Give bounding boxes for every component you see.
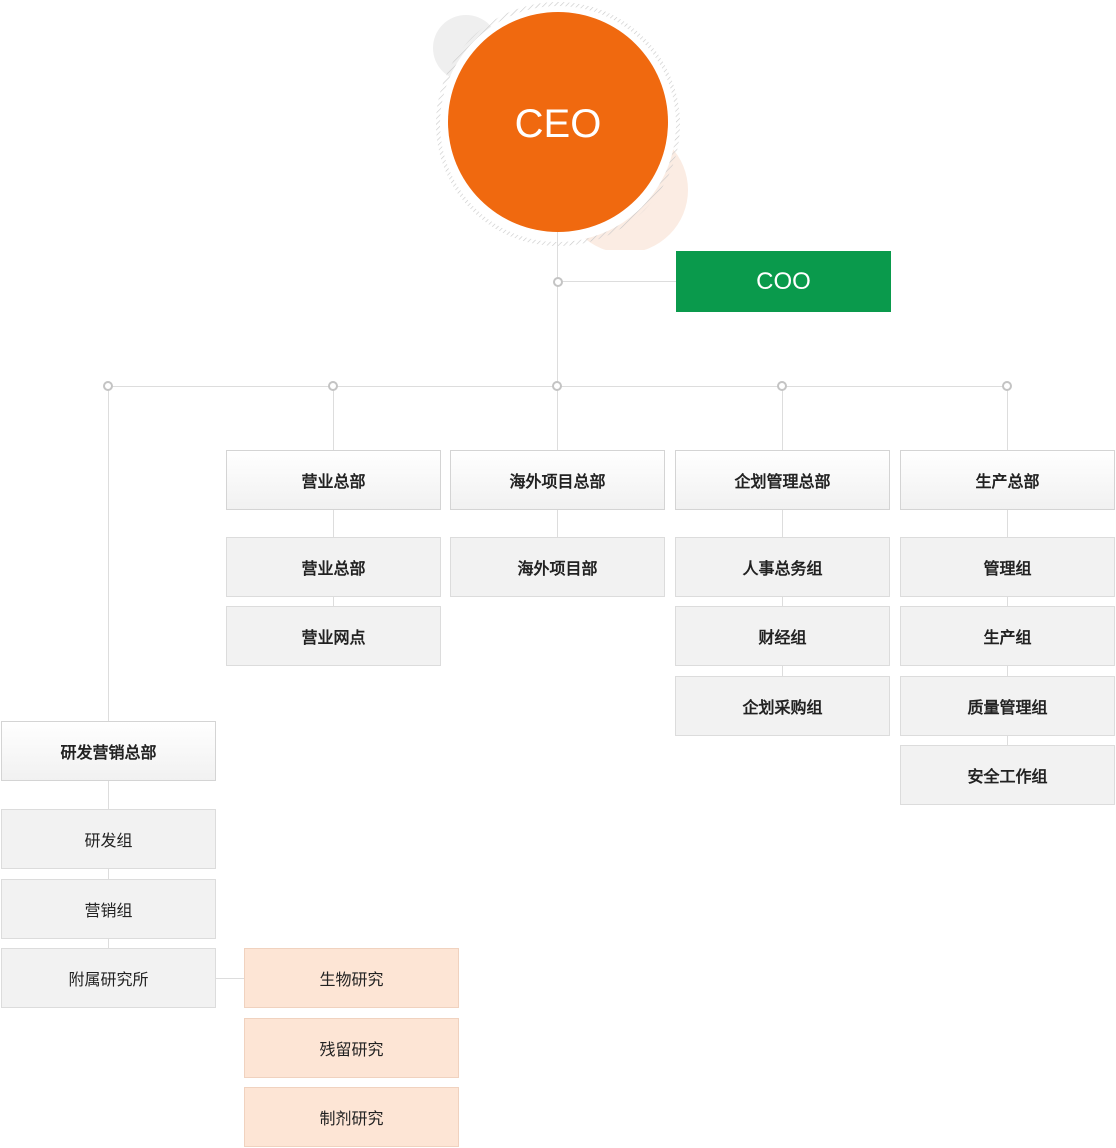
coo-node (553, 277, 563, 287)
rd-drop-line (108, 386, 109, 721)
team-label: 营业总部 (301, 559, 366, 578)
team-box: 财经组 (675, 606, 890, 666)
labs-connector-line (215, 978, 245, 979)
department-label: 生产总部 (975, 472, 1040, 491)
ceo-decoration: CEO (433, 2, 688, 253)
lab-label: 生物研究 (319, 970, 384, 989)
team-box: 海外项目部 (450, 537, 665, 597)
sales-node (328, 381, 338, 391)
team-box: 安全工作组 (900, 745, 1115, 805)
team-box: 质量管理组 (900, 676, 1115, 736)
planning-drop-line (782, 386, 783, 450)
coo-label: COO (756, 267, 811, 295)
team-box: 管理组 (900, 537, 1115, 597)
department-production: 生产总部 (900, 450, 1115, 510)
lab-box: 残留研究 (244, 1018, 459, 1078)
department-rd-marketing: 研发营销总部 (1, 721, 216, 781)
team-label: 附属研究所 (68, 970, 149, 989)
team-label: 安全工作组 (967, 767, 1048, 786)
ceo-circle (448, 12, 668, 232)
department-label: 企划管理总部 (734, 472, 831, 491)
department-label: 研发营销总部 (60, 743, 157, 762)
team-label: 质量管理组 (967, 698, 1048, 717)
production-node (1002, 381, 1012, 391)
team-label: 研发组 (84, 831, 133, 850)
team-box: 生产组 (900, 606, 1115, 666)
department-label: 营业总部 (301, 472, 366, 491)
team-label: 营销组 (84, 901, 133, 920)
team-box: 营业总部 (226, 537, 441, 597)
team-label: 管理组 (983, 559, 1032, 578)
team-box: 附属研究所 (1, 948, 216, 1008)
team-label: 海外项目部 (517, 559, 598, 578)
team-label: 生产组 (983, 628, 1032, 647)
team-label: 营业网点 (301, 628, 366, 647)
department-sales: 营业总部 (226, 450, 441, 510)
sales-drop-line (333, 386, 334, 450)
ceo-label: CEO (515, 102, 602, 146)
team-label: 人事总务组 (742, 559, 823, 578)
rd-node (103, 381, 113, 391)
coo-connector-line (558, 281, 678, 282)
planning-node (777, 381, 787, 391)
team-box: 企划采购组 (675, 676, 890, 736)
overseas-drop-line (557, 386, 558, 450)
trunk-line-upper (557, 232, 558, 386)
team-label: 企划采购组 (742, 698, 823, 717)
lab-box: 生物研究 (244, 948, 459, 1008)
lab-label: 制剂研究 (319, 1109, 384, 1128)
lab-label: 残留研究 (319, 1040, 384, 1059)
team-label: 财经组 (758, 628, 807, 647)
team-box: 人事总务组 (675, 537, 890, 597)
team-box: 研发组 (1, 809, 216, 869)
overseas-node (552, 381, 562, 391)
lab-box: 制剂研究 (244, 1087, 459, 1147)
overseas-teams-line (557, 510, 558, 540)
department-overseas: 海外项目总部 (450, 450, 665, 510)
team-box: 营业网点 (226, 606, 441, 666)
coo-box: COO (676, 251, 891, 312)
team-box: 营销组 (1, 879, 216, 939)
production-drop-line (1007, 386, 1008, 450)
ceo-graphic: CEO (430, 0, 700, 253)
department-planning: 企划管理总部 (675, 450, 890, 510)
department-label: 海外项目总部 (509, 472, 606, 491)
